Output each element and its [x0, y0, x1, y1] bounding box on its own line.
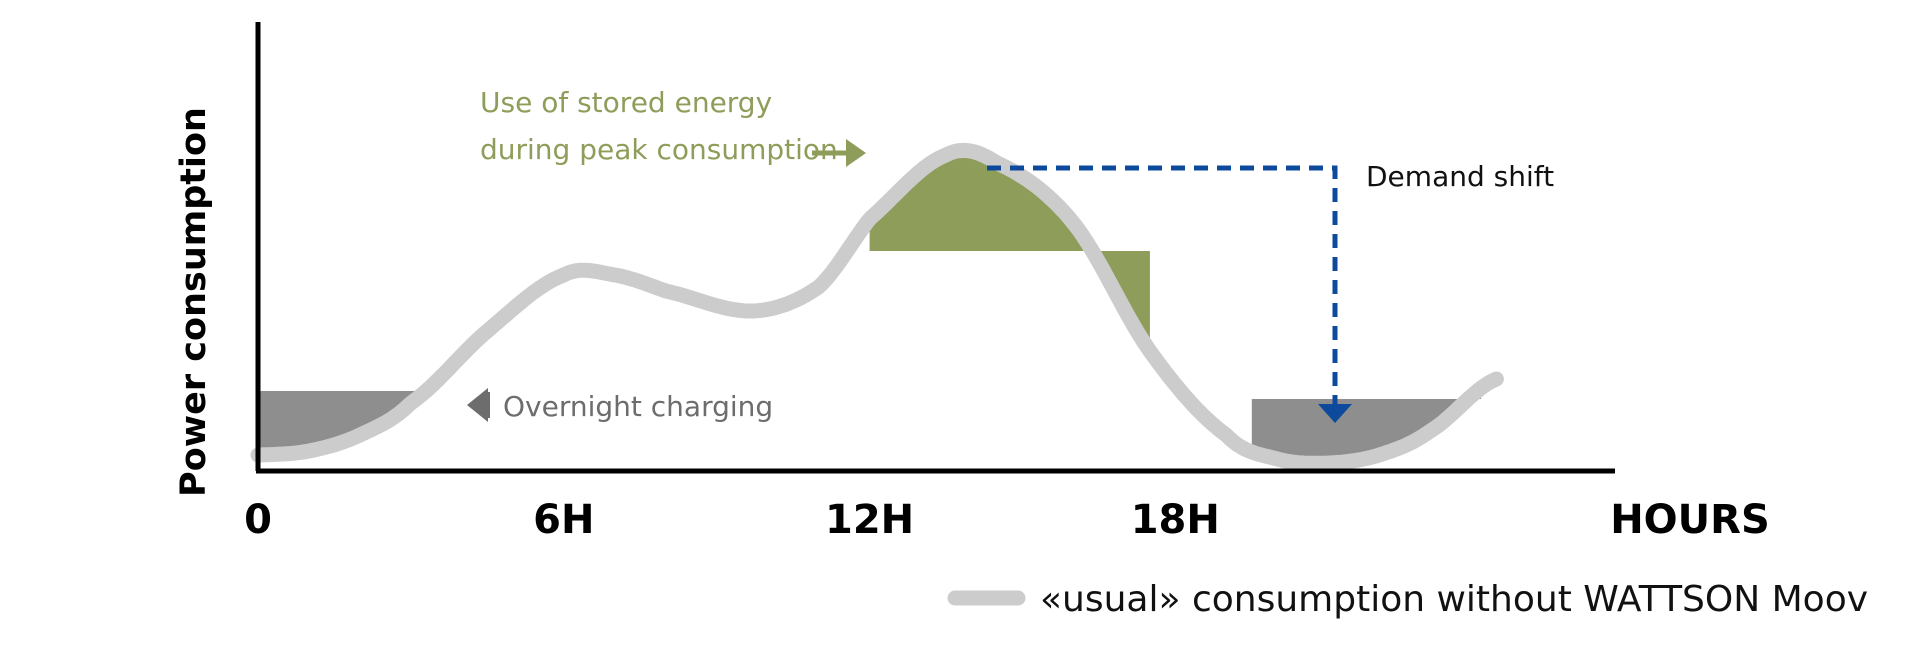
arrow-right-icon: [812, 139, 866, 167]
arrow-left-icon: [467, 388, 488, 422]
demand-shift-annotation: Demand shift: [987, 160, 1554, 423]
demand-shift-arrow: [987, 165, 1338, 408]
demand-shift-label: Demand shift: [1366, 160, 1554, 193]
x-tick-label: 12H: [825, 497, 914, 543]
peak-annotation-line-1: Use of stored energy: [480, 86, 772, 119]
fill-region-2: [1251, 388, 1482, 464]
x-tick-label: 6H: [533, 497, 594, 543]
x-tick-label: 0: [244, 497, 272, 543]
curve-layer: [250, 142, 1504, 471]
fill-regions: [258, 150, 1482, 464]
x-tick-labels: 0 6H 12H 18H: [244, 497, 1220, 543]
y-axis-label: Power consumption: [174, 107, 214, 497]
legend-label: «usual» consumption without WATTSON Moov: [1040, 579, 1868, 620]
arrow-left-stem: [486, 392, 490, 418]
series-curve: [250, 142, 1504, 471]
fill-region-1: [258, 386, 432, 455]
legend: «usual» consumption without WATTSON Moov: [947, 579, 1868, 620]
fill-region-0: [869, 150, 1150, 351]
charging-annotation-label: Overnight charging: [503, 390, 773, 423]
arrow-down-icon: [1318, 404, 1352, 423]
charging-annotation: Overnight charging: [467, 388, 773, 423]
x-tick-label: 18H: [1131, 497, 1220, 543]
x-axis-label: HOURS: [1610, 497, 1770, 543]
axes: [255, 22, 1615, 474]
peak-annotation: Use of stored energy during peak consump…: [480, 86, 866, 167]
peak-annotation-line-2: during peak consumption: [480, 133, 838, 166]
